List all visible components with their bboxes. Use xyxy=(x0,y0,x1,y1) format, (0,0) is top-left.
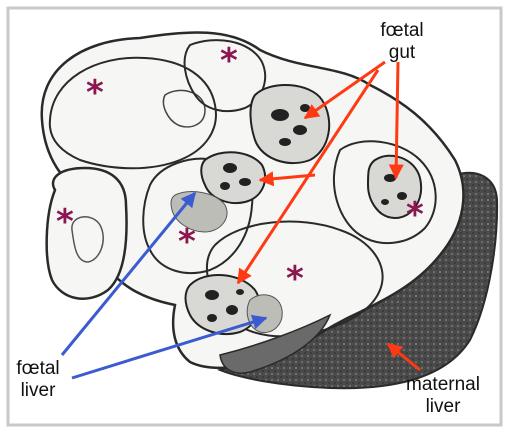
label-foetal-gut-line-1: fœtal xyxy=(372,20,432,42)
asterisk-marker-1: * xyxy=(86,76,104,110)
label-maternal-liver-line-1: maternal xyxy=(400,374,486,396)
asterisk-marker-3: * xyxy=(56,205,74,239)
label-foetal-liver: fœtal liver xyxy=(8,358,68,402)
foetal-liver-region-lower xyxy=(247,295,282,333)
gut-loops-upper xyxy=(250,85,329,163)
asterisk-marker-6: * xyxy=(406,198,424,232)
asterisk-marker-5: * xyxy=(286,262,304,296)
label-maternal-liver: maternal liver xyxy=(400,374,486,418)
asterisk-marker-2: * xyxy=(220,44,238,78)
gut-arrow-2 xyxy=(396,62,398,178)
label-foetal-liver-line-1: fœtal xyxy=(8,358,68,380)
label-foetal-gut: fœtal gut xyxy=(372,20,432,64)
label-foetal-gut-line-2: gut xyxy=(372,42,432,64)
label-foetal-liver-line-2: liver xyxy=(8,380,68,402)
asterisk-marker-4: * xyxy=(178,225,196,259)
label-maternal-liver-line-2: liver xyxy=(400,396,486,418)
